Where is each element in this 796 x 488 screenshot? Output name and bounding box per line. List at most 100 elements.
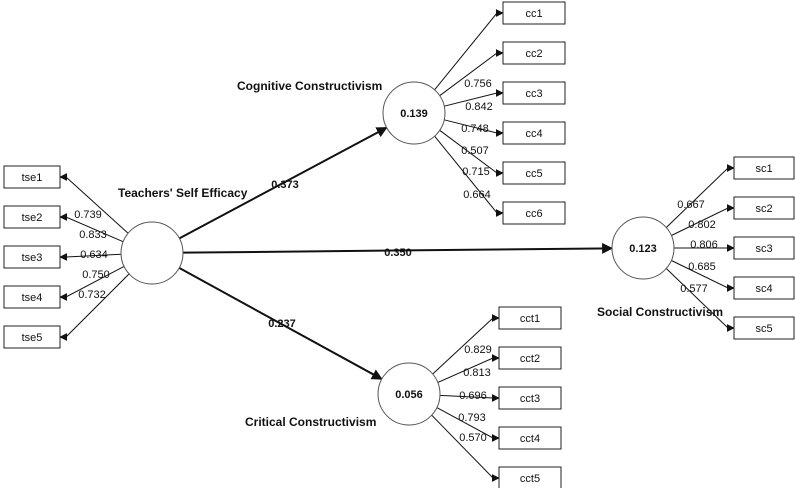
indicator-label-cc3: cc3 bbox=[525, 88, 542, 100]
latent-construct-tse bbox=[120, 221, 184, 285]
loading-arrow-cc6 bbox=[434, 135, 504, 217]
loading-arrow-cc1 bbox=[434, 9, 504, 91]
loading-value-sc1: 0.667 bbox=[677, 199, 705, 211]
indicator-box-sc2 bbox=[733, 196, 795, 220]
indicator-box-sc5 bbox=[733, 316, 795, 340]
indicator-box-sc4 bbox=[733, 276, 795, 300]
loading-arrow-tse4 bbox=[59, 265, 125, 301]
loading-value-cct2: 0.813 bbox=[463, 367, 491, 379]
indicator-label-sc1: sc1 bbox=[755, 163, 772, 175]
loading-arrow-cc4 bbox=[444, 119, 504, 137]
indicator-label-tse5: tse5 bbox=[22, 332, 43, 344]
indicator-box-sc3 bbox=[733, 236, 795, 260]
indicator-label-tse3: tse3 bbox=[22, 252, 43, 264]
construct-name-cct: Critical Constructivism bbox=[245, 415, 376, 429]
indicator-box-sc1 bbox=[733, 156, 795, 180]
indicator-box-tse3 bbox=[3, 245, 61, 269]
latent-construct-cct bbox=[377, 362, 441, 426]
indicator-box-cct4 bbox=[498, 426, 562, 450]
indicator-box-cct3 bbox=[498, 386, 562, 410]
loading-arrow-cct1 bbox=[432, 314, 500, 375]
loading-value-cct4: 0.793 bbox=[458, 412, 486, 424]
loading-value-cct1: 0.829 bbox=[464, 344, 492, 356]
indicator-label-cct2: cct2 bbox=[520, 353, 540, 365]
loading-arrow-cc5 bbox=[439, 129, 504, 177]
loading-value-cct5: 0.570 bbox=[459, 432, 487, 444]
loading-value-cc5: 0.715 bbox=[462, 166, 490, 178]
r-squared-cct: 0.056 bbox=[395, 389, 423, 401]
latent-construct-sc bbox=[611, 216, 675, 280]
indicator-box-tse5 bbox=[3, 325, 61, 349]
indicator-label-tse4: tse4 bbox=[22, 292, 43, 304]
loading-value-tse5: 0.732 bbox=[78, 289, 106, 301]
loading-arrow-sc1 bbox=[665, 164, 735, 228]
path-coefficient-tse-sc: 0.350 bbox=[384, 247, 412, 259]
path-arrow-tse-cc bbox=[178, 126, 388, 240]
loading-arrow-sc2 bbox=[671, 204, 735, 236]
indicator-box-cc4 bbox=[502, 121, 566, 145]
loading-value-cc3: 0.748 bbox=[461, 123, 489, 135]
path-coefficient-tse-cc: 0.373 bbox=[271, 179, 299, 191]
loading-arrow-cct2 bbox=[437, 354, 500, 383]
loading-value-tse3: 0.634 bbox=[80, 249, 108, 261]
loading-arrow-cc3 bbox=[444, 89, 504, 107]
loading-value-sc3: 0.806 bbox=[690, 239, 718, 251]
loading-value-sc5: 0.577 bbox=[680, 283, 708, 295]
indicator-label-cct5: cct5 bbox=[520, 473, 540, 485]
indicator-box-cc2 bbox=[502, 41, 566, 65]
loading-arrow-cc2 bbox=[439, 49, 504, 97]
r-squared-cc: 0.139 bbox=[400, 108, 428, 120]
indicator-box-tse2 bbox=[3, 205, 61, 229]
indicator-box-cc6 bbox=[502, 201, 566, 225]
loading-value-cc1: 0.756 bbox=[464, 78, 492, 90]
indicator-label-cct4: cct4 bbox=[520, 433, 540, 445]
loading-value-cc4: 0.507 bbox=[461, 145, 489, 157]
indicator-label-tse2: tse2 bbox=[22, 212, 43, 224]
loading-arrow-cct3 bbox=[439, 394, 500, 402]
indicator-label-sc3: sc3 bbox=[755, 243, 772, 255]
loading-value-tse1: 0.739 bbox=[74, 209, 102, 221]
indicator-label-sc4: sc4 bbox=[755, 283, 772, 295]
indicator-box-cct2 bbox=[498, 346, 562, 370]
indicator-box-cct5 bbox=[498, 466, 562, 488]
nodes-layer bbox=[3, 1, 795, 488]
edges-layer bbox=[59, 9, 735, 482]
loading-arrow-tse2 bbox=[59, 213, 124, 243]
loading-arrow-tse5 bbox=[59, 273, 130, 341]
indicator-box-tse4 bbox=[3, 285, 61, 309]
indicator-label-cc5: cc5 bbox=[525, 168, 542, 180]
indicator-label-cc1: cc1 bbox=[525, 8, 542, 20]
loading-value-tse2: 0.833 bbox=[79, 229, 107, 241]
indicator-box-cc5 bbox=[502, 161, 566, 185]
loading-arrow-cct4 bbox=[436, 407, 500, 442]
indicator-label-sc2: sc2 bbox=[755, 203, 772, 215]
indicator-box-tse1 bbox=[3, 165, 61, 189]
construct-name-tse: Teachers' Self Efficacy bbox=[118, 186, 248, 200]
indicator-label-cct1: cct1 bbox=[520, 313, 540, 325]
indicator-label-tse1: tse1 bbox=[22, 172, 43, 184]
loading-value-sc2: 0.802 bbox=[688, 219, 716, 231]
loading-arrow-tse3 bbox=[59, 253, 122, 261]
indicator-box-cc1 bbox=[502, 1, 566, 25]
indicator-label-cct3: cct3 bbox=[520, 393, 540, 405]
path-coefficient-tse-cct: 0.237 bbox=[268, 318, 296, 330]
loading-arrow-cct5 bbox=[431, 414, 500, 482]
indicator-box-cct1 bbox=[498, 306, 562, 330]
path-arrow-tse-cct bbox=[178, 267, 383, 380]
loading-value-cct3: 0.696 bbox=[459, 390, 487, 402]
loading-arrow-tse1 bbox=[59, 173, 129, 234]
indicator-label-cc4: cc4 bbox=[525, 128, 542, 140]
construct-name-sc: Social Constructivism bbox=[597, 305, 723, 319]
loading-arrow-sc4 bbox=[671, 260, 735, 292]
indicator-label-sc5: sc5 bbox=[755, 323, 772, 335]
r-squared-sc: 0.123 bbox=[629, 243, 657, 255]
loading-value-sc4: 0.685 bbox=[688, 261, 716, 273]
construct-name-cc: Cognitive Constructivism bbox=[237, 79, 382, 93]
indicator-label-cc6: cc6 bbox=[525, 208, 542, 220]
loading-arrow-sc5 bbox=[665, 268, 735, 332]
path-arrow-tse-sc bbox=[182, 242, 614, 254]
indicator-label-cc2: cc2 bbox=[525, 48, 542, 60]
loading-value-cc6: 0.664 bbox=[463, 189, 491, 201]
